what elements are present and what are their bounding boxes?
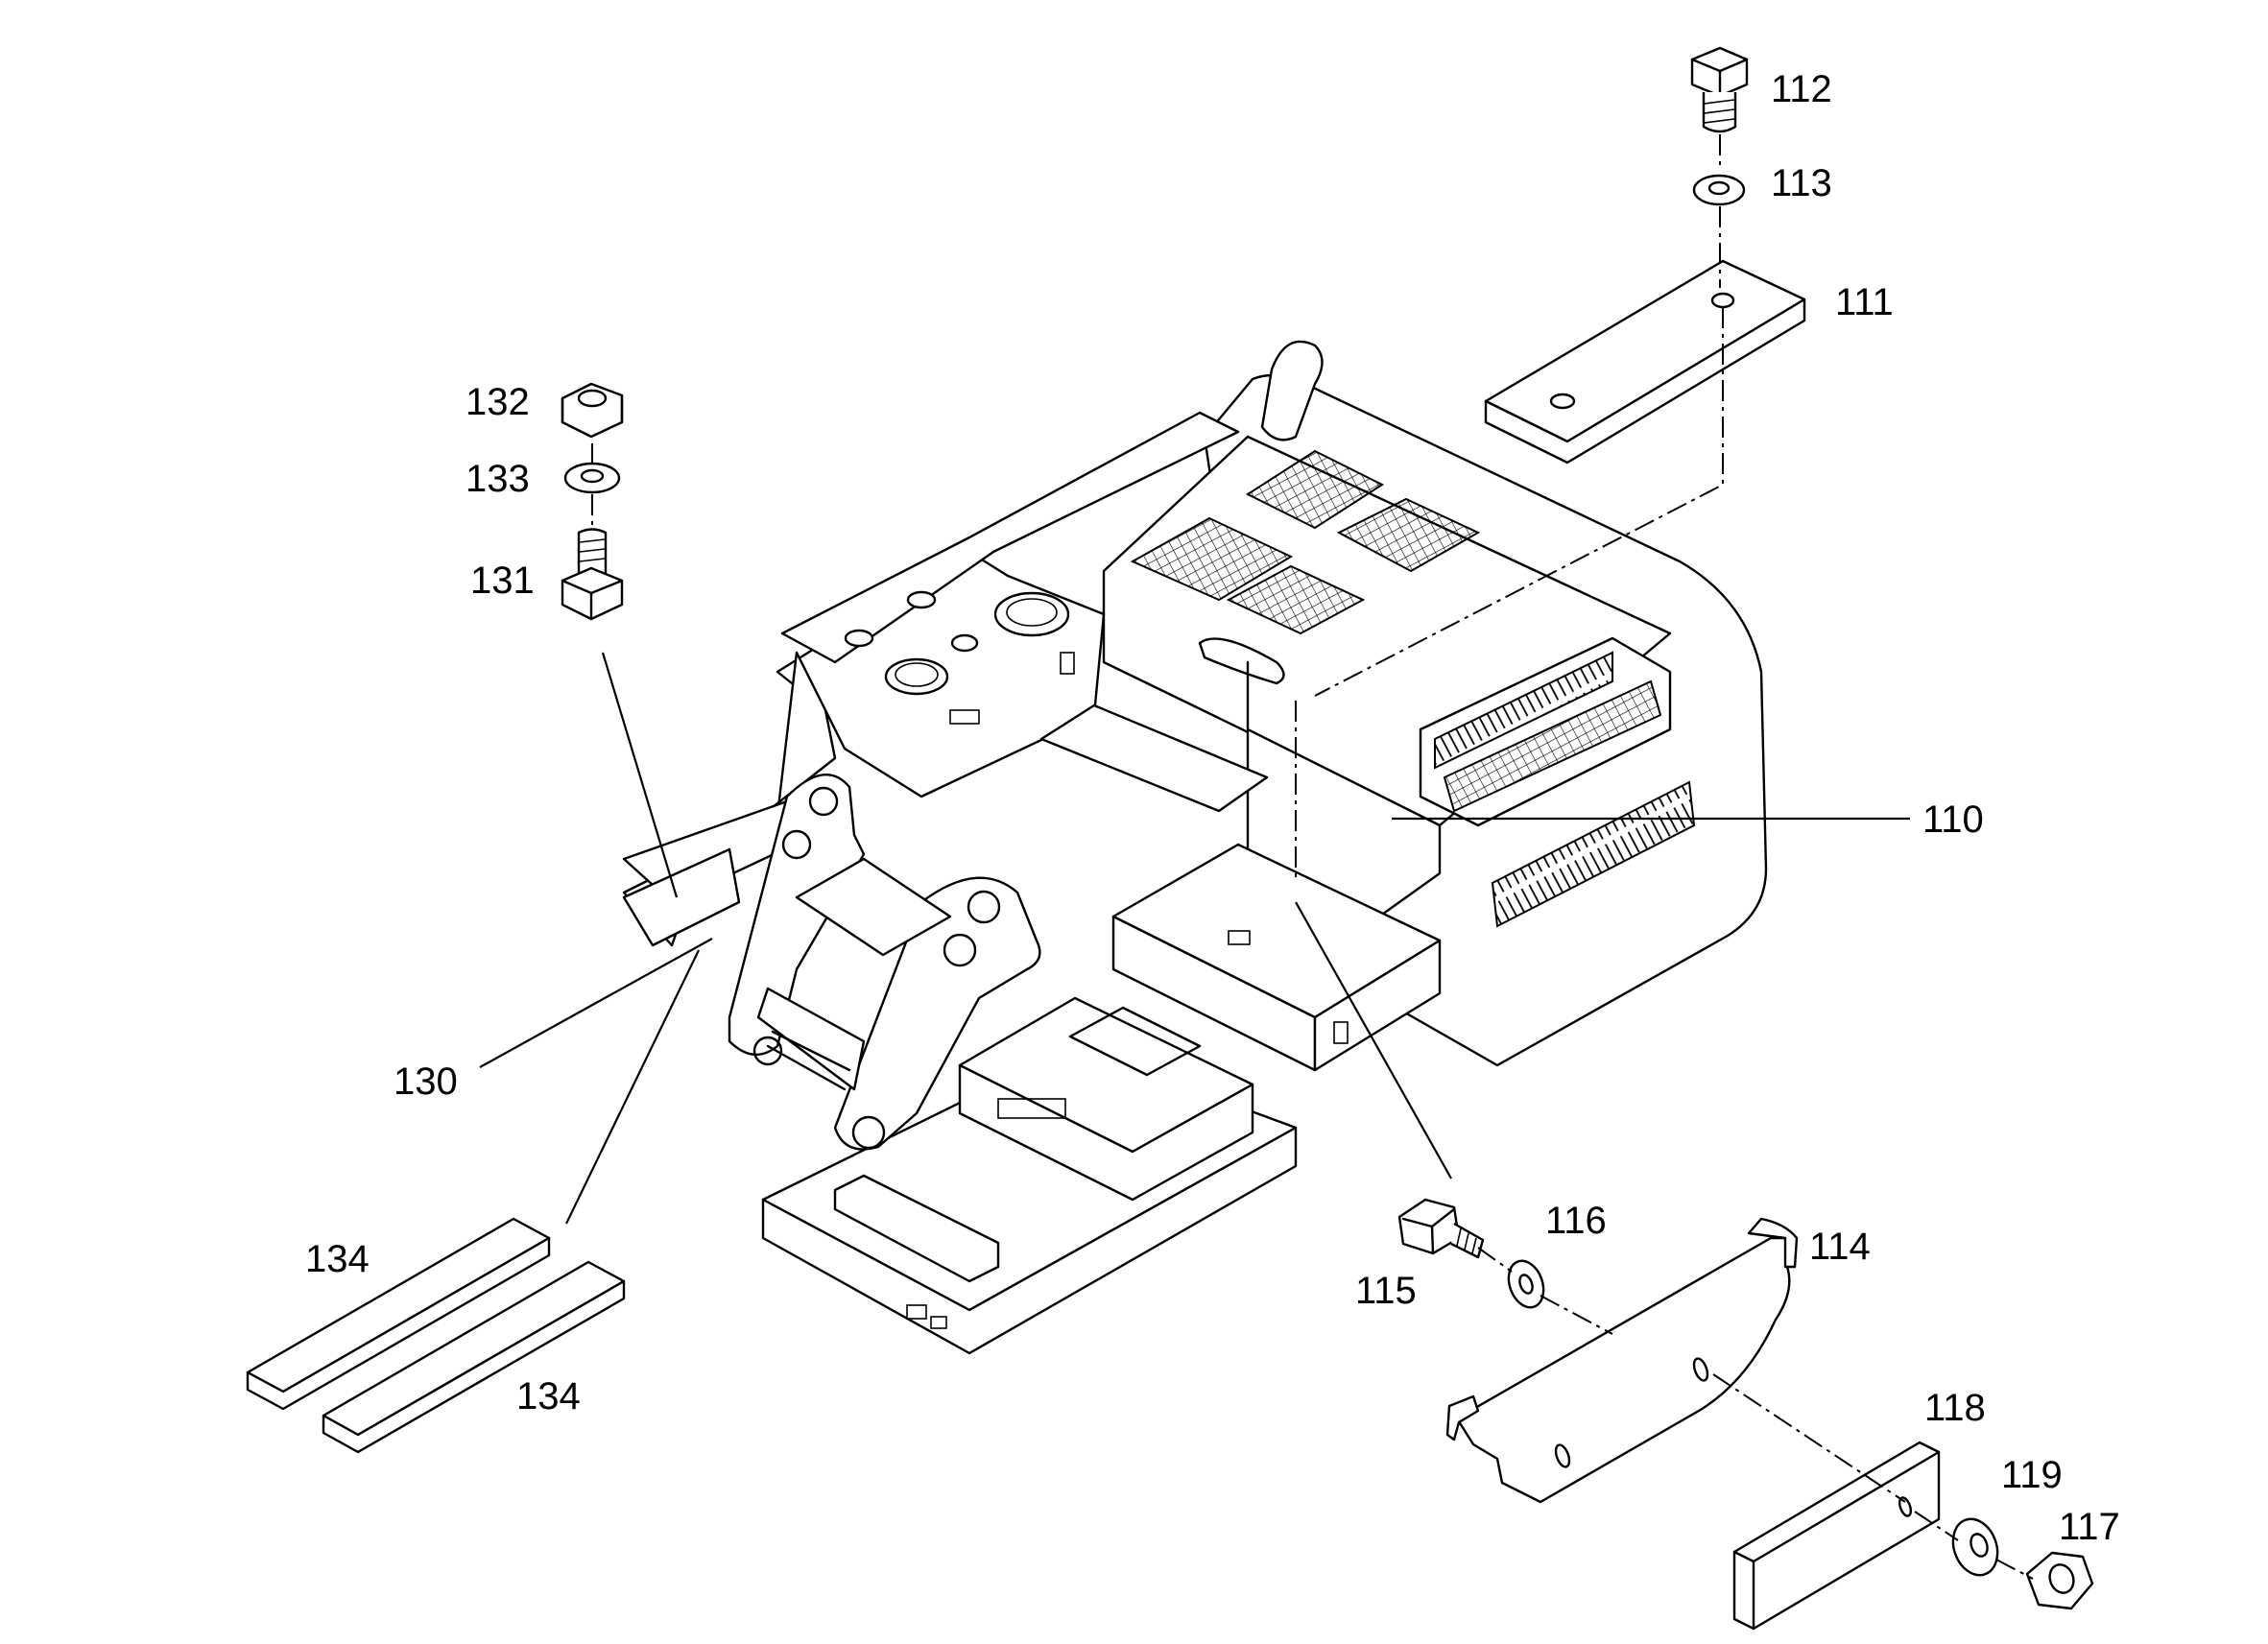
part-116-washer <box>1507 1259 1545 1309</box>
part-131-bolt <box>561 528 624 621</box>
grille-top-right <box>1336 497 1481 573</box>
grille-top-front <box>1226 564 1366 635</box>
part-115-bolt <box>1397 1198 1485 1259</box>
part-113-washer <box>1692 174 1746 206</box>
callout-134-upper: 134 <box>305 1238 370 1280</box>
grille-top-left <box>1130 516 1294 602</box>
rear-bulkhead <box>1039 703 1269 813</box>
callout-130: 130 <box>394 1060 458 1103</box>
battery-box-front <box>958 1063 1254 1202</box>
grille-side <box>1443 679 1662 813</box>
boom-bracket-assembly <box>728 774 1041 1151</box>
top-handle <box>1198 637 1285 685</box>
knob-1 <box>844 629 874 648</box>
left-step-box <box>622 847 741 947</box>
bracket-cross-member <box>795 857 952 957</box>
callout-112: 112 <box>1771 68 1832 110</box>
bracket-rear <box>728 774 866 1056</box>
part-132-nut <box>561 382 624 439</box>
assembly-centerlines <box>591 134 2034 1580</box>
floor-cutout <box>833 1174 1000 1283</box>
callout-labels: 110 111 112 113 114 115 116 117 118 119 … <box>305 68 2120 1548</box>
part-112-bolt <box>1690 46 1749 133</box>
leader-lines <box>479 652 1910 1225</box>
part-118-pad <box>1732 1441 1941 1631</box>
part-133-washer <box>563 462 621 494</box>
console-top-panel <box>780 411 1240 664</box>
callout-118: 118 <box>1924 1387 1986 1429</box>
part-117-nut <box>2025 1551 2094 1610</box>
callout-110: 110 <box>1922 798 1984 841</box>
callout-115: 115 <box>1355 1270 1417 1312</box>
callout-111: 111 <box>1835 281 1894 323</box>
grille-top-center <box>1245 449 1385 530</box>
part-119-washer <box>1951 1517 1999 1577</box>
callout-131: 131 <box>470 560 535 602</box>
floor-front-edge <box>761 1126 1298 1355</box>
knob-3 <box>950 633 979 653</box>
callout-134-lower: 134 <box>516 1375 581 1418</box>
gauge-medium <box>884 657 949 696</box>
callout-132: 132 <box>466 381 530 423</box>
callout-116: 116 <box>1545 1200 1607 1242</box>
callout-117: 117 <box>2059 1506 2120 1548</box>
part-134-shim-lower <box>322 1260 626 1454</box>
knob-2 <box>906 590 937 609</box>
callout-114: 114 <box>1809 1226 1871 1268</box>
part-111-plate <box>1484 259 1806 465</box>
vent-slots-upper <box>1434 651 1613 770</box>
upper-frame-assembly <box>622 340 1768 1355</box>
callout-133: 133 <box>466 458 530 500</box>
part-134-shim-upper <box>246 1217 551 1411</box>
callout-113: 113 <box>1771 162 1832 204</box>
inner-tray-right <box>1313 939 1442 1072</box>
callout-119: 119 <box>2001 1454 2063 1496</box>
bracket-front <box>833 876 1041 1151</box>
exhaust-pipe <box>1260 340 1324 441</box>
part-114-bracket <box>1445 1217 1799 1504</box>
